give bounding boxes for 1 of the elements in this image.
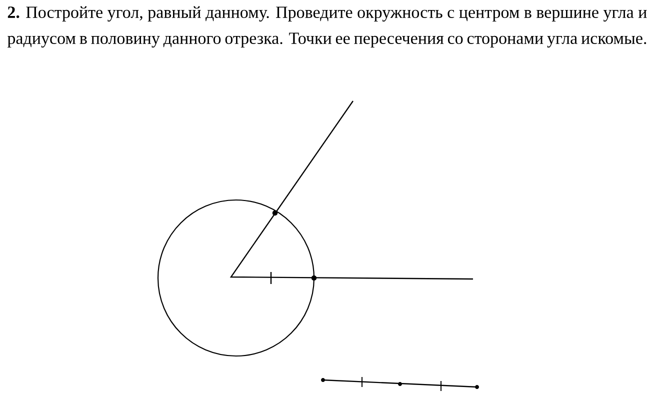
task-text: 2. Постройте угол, равный данному. Проведите окружность с центром в вершине угла и радиусом в половину данного отрезка. Точки ее пересечения со сторонами угла искомые.: [7, 6, 647, 48]
